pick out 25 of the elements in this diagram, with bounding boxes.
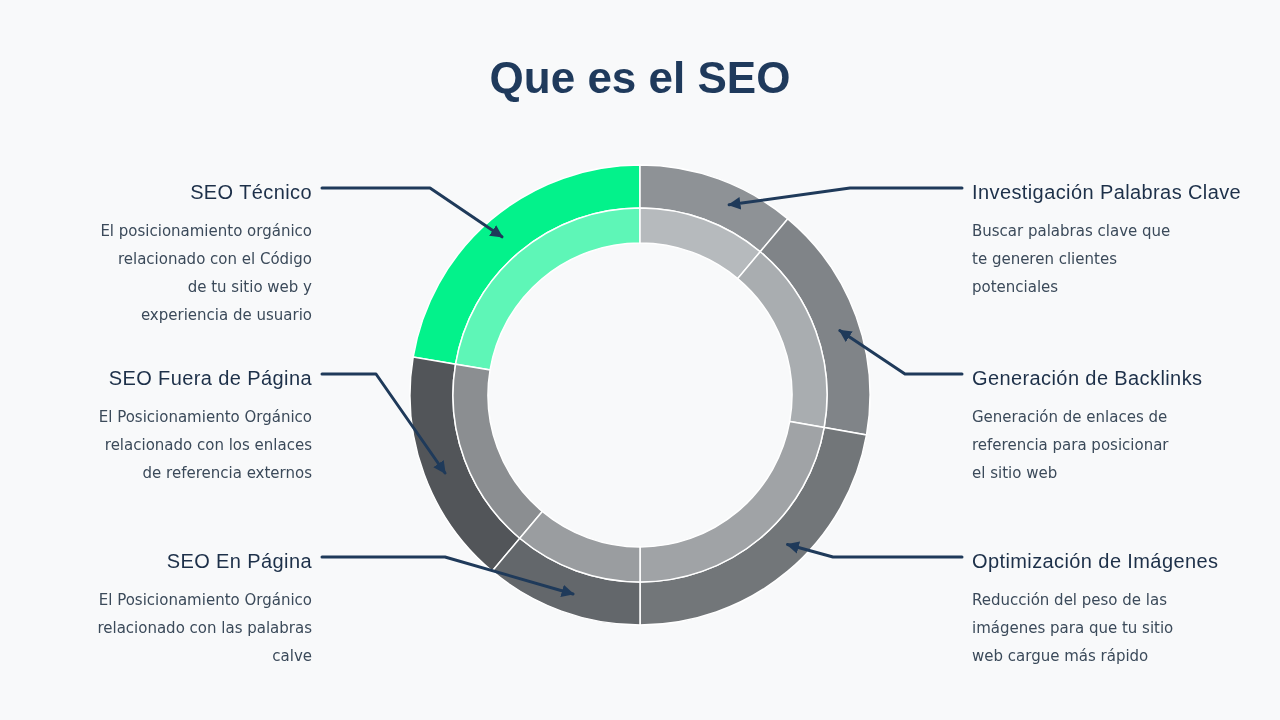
heading: Optimización de Imágenes	[972, 549, 1219, 574]
heading: SEO Fuera de Página	[108, 366, 312, 391]
ring-segment	[639, 420, 868, 626]
title: Que es el SEO	[489, 53, 791, 102]
description: Reducción del peso de las imágenes para que tu sitio web cargue más rápido	[972, 590, 1175, 667]
ring-segment	[639, 164, 789, 280]
leader-arrow	[320, 555, 575, 597]
description: El Posicionamiento Orgánico relacionado con las palabras calve	[97, 590, 312, 667]
heading: SEO En Página	[166, 549, 312, 574]
ring-segment	[412, 164, 641, 371]
ring-segment	[409, 356, 544, 572]
description: Buscar palabras clave que te generen clientes potenciales	[972, 221, 1172, 298]
leader-arrow	[727, 186, 964, 210]
description: El posicionamiento orgánico relacionado con el Código de tu sitio web y experiencia de usuario	[99, 221, 312, 326]
leader-arrow	[838, 329, 964, 376]
ring-segment	[491, 510, 641, 626]
leader-arrow	[320, 372, 447, 475]
heading: Generación de Backlinks	[972, 366, 1203, 391]
description: El Posicionamiento Orgánico relacionado con los enlaces de referencia externos	[97, 407, 312, 484]
leader-arrow	[320, 186, 504, 239]
heading: SEO Técnico	[190, 180, 312, 205]
heading: Investigación Palabras Clave	[972, 180, 1242, 205]
leader-arrow	[786, 541, 964, 559]
description: Generación de enlaces de referencia para posicionar el sitio web	[972, 407, 1170, 484]
ring-segment	[736, 218, 871, 436]
